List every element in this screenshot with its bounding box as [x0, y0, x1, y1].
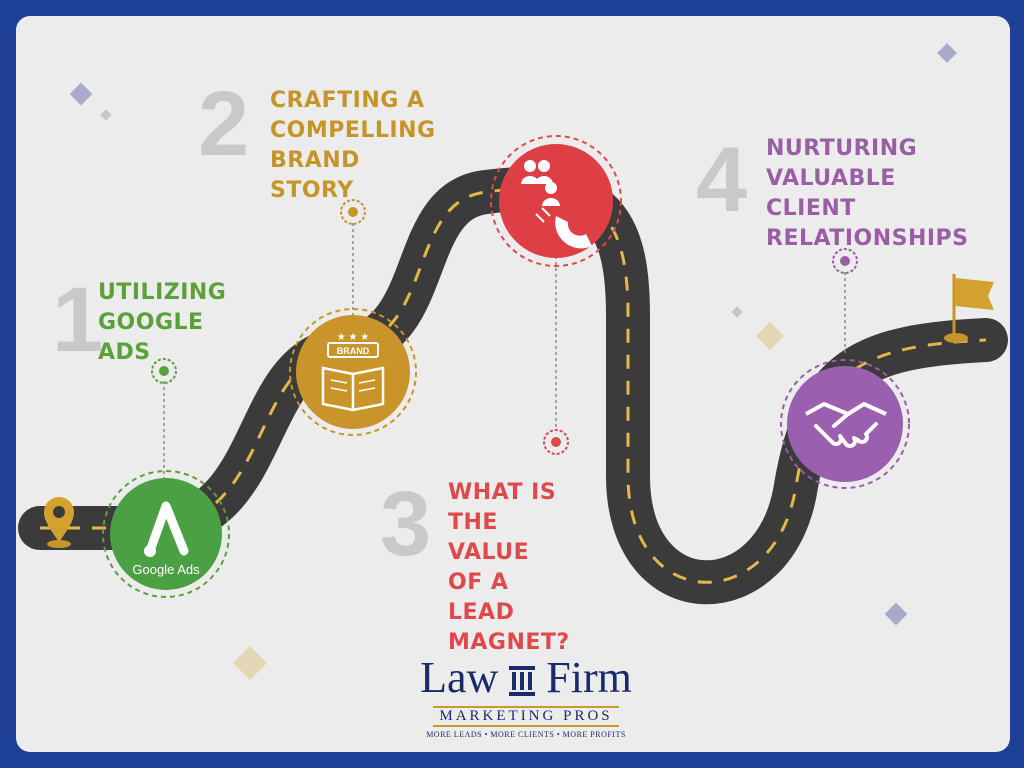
step-1-badge: Google Ads	[102, 470, 230, 598]
roadmap-graphic: Google Ads BRAND ★ ★ ★	[18, 43, 1008, 680]
lead-magnet-icon	[521, 160, 592, 249]
decor-diamond	[755, 321, 785, 351]
step-2-badge: BRAND ★ ★ ★	[289, 308, 417, 436]
flag-icon	[944, 274, 994, 343]
step-number: 4	[696, 129, 748, 231]
step-4-badge	[780, 359, 910, 489]
google-ads-caption: Google Ads	[132, 562, 200, 577]
infographic-panel: Google Ads BRAND ★ ★ ★	[16, 16, 1010, 752]
step-label: NURTURING VALUABLE CLIENT RELATIONSHIPS	[766, 136, 969, 251]
logo-word-law: Law	[420, 653, 499, 702]
location-pin-icon	[44, 497, 74, 548]
google-ads-icon	[144, 501, 189, 557]
logo-wordmark: Law Firm	[396, 656, 656, 704]
step-3-badge	[490, 135, 622, 267]
logo-tagline: MORE LEADS • MORE CLIENTS • MORE PROFITS	[426, 729, 626, 739]
decor-diamond	[937, 43, 957, 63]
connector-step-1	[151, 358, 177, 486]
connector-step-3	[543, 256, 569, 455]
decor-diamond	[884, 602, 908, 626]
decor-diamond	[69, 82, 93, 106]
logo-word-firm: Firm	[546, 653, 632, 702]
step-number: 1	[52, 269, 104, 371]
step-number: 2	[198, 73, 250, 175]
step-label: UTILIZING GOOGLE ADS	[98, 280, 227, 365]
brand-caption: BRAND	[337, 346, 370, 356]
connector-step-2	[340, 199, 366, 316]
decor-diamond	[100, 109, 112, 121]
pillar-icon	[509, 660, 536, 704]
step-label: WHAT IS THE VALUE OF A LEAD MAGNET?	[448, 480, 570, 655]
handshake-icon	[805, 402, 887, 448]
logo-subtitle: MARKETING PROS	[433, 705, 619, 727]
svg-text:★ ★ ★: ★ ★ ★	[337, 332, 369, 343]
decor-diamond	[233, 646, 267, 680]
step-label: CRAFTING A COMPELLING BRAND STORY	[270, 88, 436, 203]
brand-book-icon: BRAND ★ ★ ★	[321, 332, 385, 412]
step-number: 3	[380, 473, 432, 575]
company-logo: Law Firm MARKETING PROS MORE LEADS • MOR…	[396, 656, 656, 746]
connector-step-4	[832, 248, 858, 356]
decor-diamond	[731, 306, 743, 318]
